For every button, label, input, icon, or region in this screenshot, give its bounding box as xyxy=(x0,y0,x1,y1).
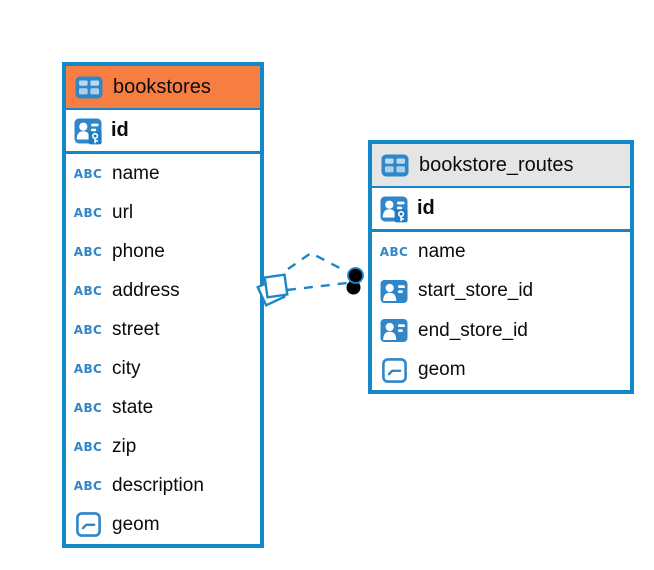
geometry-type-icon xyxy=(379,357,409,383)
relationship-line-upper xyxy=(287,251,352,276)
dot-marker-bottom xyxy=(346,280,361,295)
column-label: street xyxy=(112,318,160,340)
text-type-icon: ABC xyxy=(379,244,409,259)
column-row-bookstores-description[interactable]: ABC description xyxy=(66,466,260,505)
column-label: start_store_id xyxy=(418,280,534,302)
text-type-icon: ABC xyxy=(73,205,103,220)
column-row-bookstores-geom[interactable]: geom xyxy=(66,505,260,544)
column-label: description xyxy=(112,474,204,496)
column-row-routes-end-store-id[interactable]: end_store_id xyxy=(372,311,630,351)
column-label: url xyxy=(112,201,134,223)
column-label: name xyxy=(112,162,160,184)
dot-marker-halo xyxy=(345,265,366,286)
column-row-bookstores-name[interactable]: ABC name xyxy=(66,154,260,193)
column-label: geom xyxy=(418,359,466,381)
text-type-icon: ABC xyxy=(73,244,103,259)
column-label: city xyxy=(112,357,141,379)
column-row-bookstores-state[interactable]: ABC state xyxy=(66,388,260,427)
column-label: name xyxy=(418,240,466,262)
column-label: address xyxy=(112,279,180,301)
column-row-routes-name[interactable]: ABC name xyxy=(372,232,630,272)
column-row-routes-geom[interactable]: geom xyxy=(372,350,630,390)
table-node-bookstores[interactable]: bookstores id ABC name ABC url ABC phone… xyxy=(62,62,264,548)
primary-key-icon xyxy=(73,117,103,145)
table-icon xyxy=(74,76,104,99)
text-type-icon: ABC xyxy=(73,322,103,337)
diamond-marker-front xyxy=(263,273,289,299)
table-header-bookstore-routes[interactable]: bookstore_routes xyxy=(372,144,630,188)
text-type-icon: ABC xyxy=(73,283,103,298)
column-row-bookstores-street[interactable]: ABC street xyxy=(66,310,260,349)
column-row-routes-id[interactable]: id xyxy=(372,188,630,232)
geometry-type-icon xyxy=(73,512,103,537)
column-label: zip xyxy=(112,435,137,457)
table-node-bookstore-routes[interactable]: bookstore_routes id ABC name start_store… xyxy=(368,140,634,394)
text-type-icon: ABC xyxy=(73,439,103,454)
table-title: bookstores xyxy=(113,75,211,98)
column-row-bookstores-url[interactable]: ABC url xyxy=(66,193,260,232)
relationship-line-lower xyxy=(286,281,348,292)
relationship-bookstores-to-routes[interactable] xyxy=(256,251,366,307)
dot-marker-top xyxy=(347,267,364,284)
column-row-bookstores-city[interactable]: ABC city xyxy=(66,349,260,388)
text-type-icon: ABC xyxy=(73,166,103,181)
column-row-bookstores-phone[interactable]: ABC phone xyxy=(66,232,260,271)
table-icon xyxy=(380,154,410,177)
column-label: geom xyxy=(112,513,160,535)
text-type-icon: ABC xyxy=(73,361,103,376)
column-row-routes-start-store-id[interactable]: start_store_id xyxy=(372,271,630,311)
table-header-bookstores[interactable]: bookstores xyxy=(66,66,260,110)
column-row-bookstores-address[interactable]: ABC address xyxy=(66,271,260,310)
column-label: phone xyxy=(112,240,165,262)
column-row-bookstores-zip[interactable]: ABC zip xyxy=(66,427,260,466)
primary-key-icon xyxy=(379,195,409,223)
column-label: end_store_id xyxy=(418,319,528,341)
table-title: bookstore_routes xyxy=(419,153,574,176)
text-type-icon: ABC xyxy=(73,478,103,493)
foreign-key-icon xyxy=(379,279,409,304)
foreign-key-icon xyxy=(379,318,409,343)
column-row-bookstores-id[interactable]: id xyxy=(66,110,260,154)
text-type-icon: ABC xyxy=(73,400,103,415)
column-label: state xyxy=(112,396,154,418)
column-label: id xyxy=(417,197,435,219)
column-label: id xyxy=(111,119,129,141)
